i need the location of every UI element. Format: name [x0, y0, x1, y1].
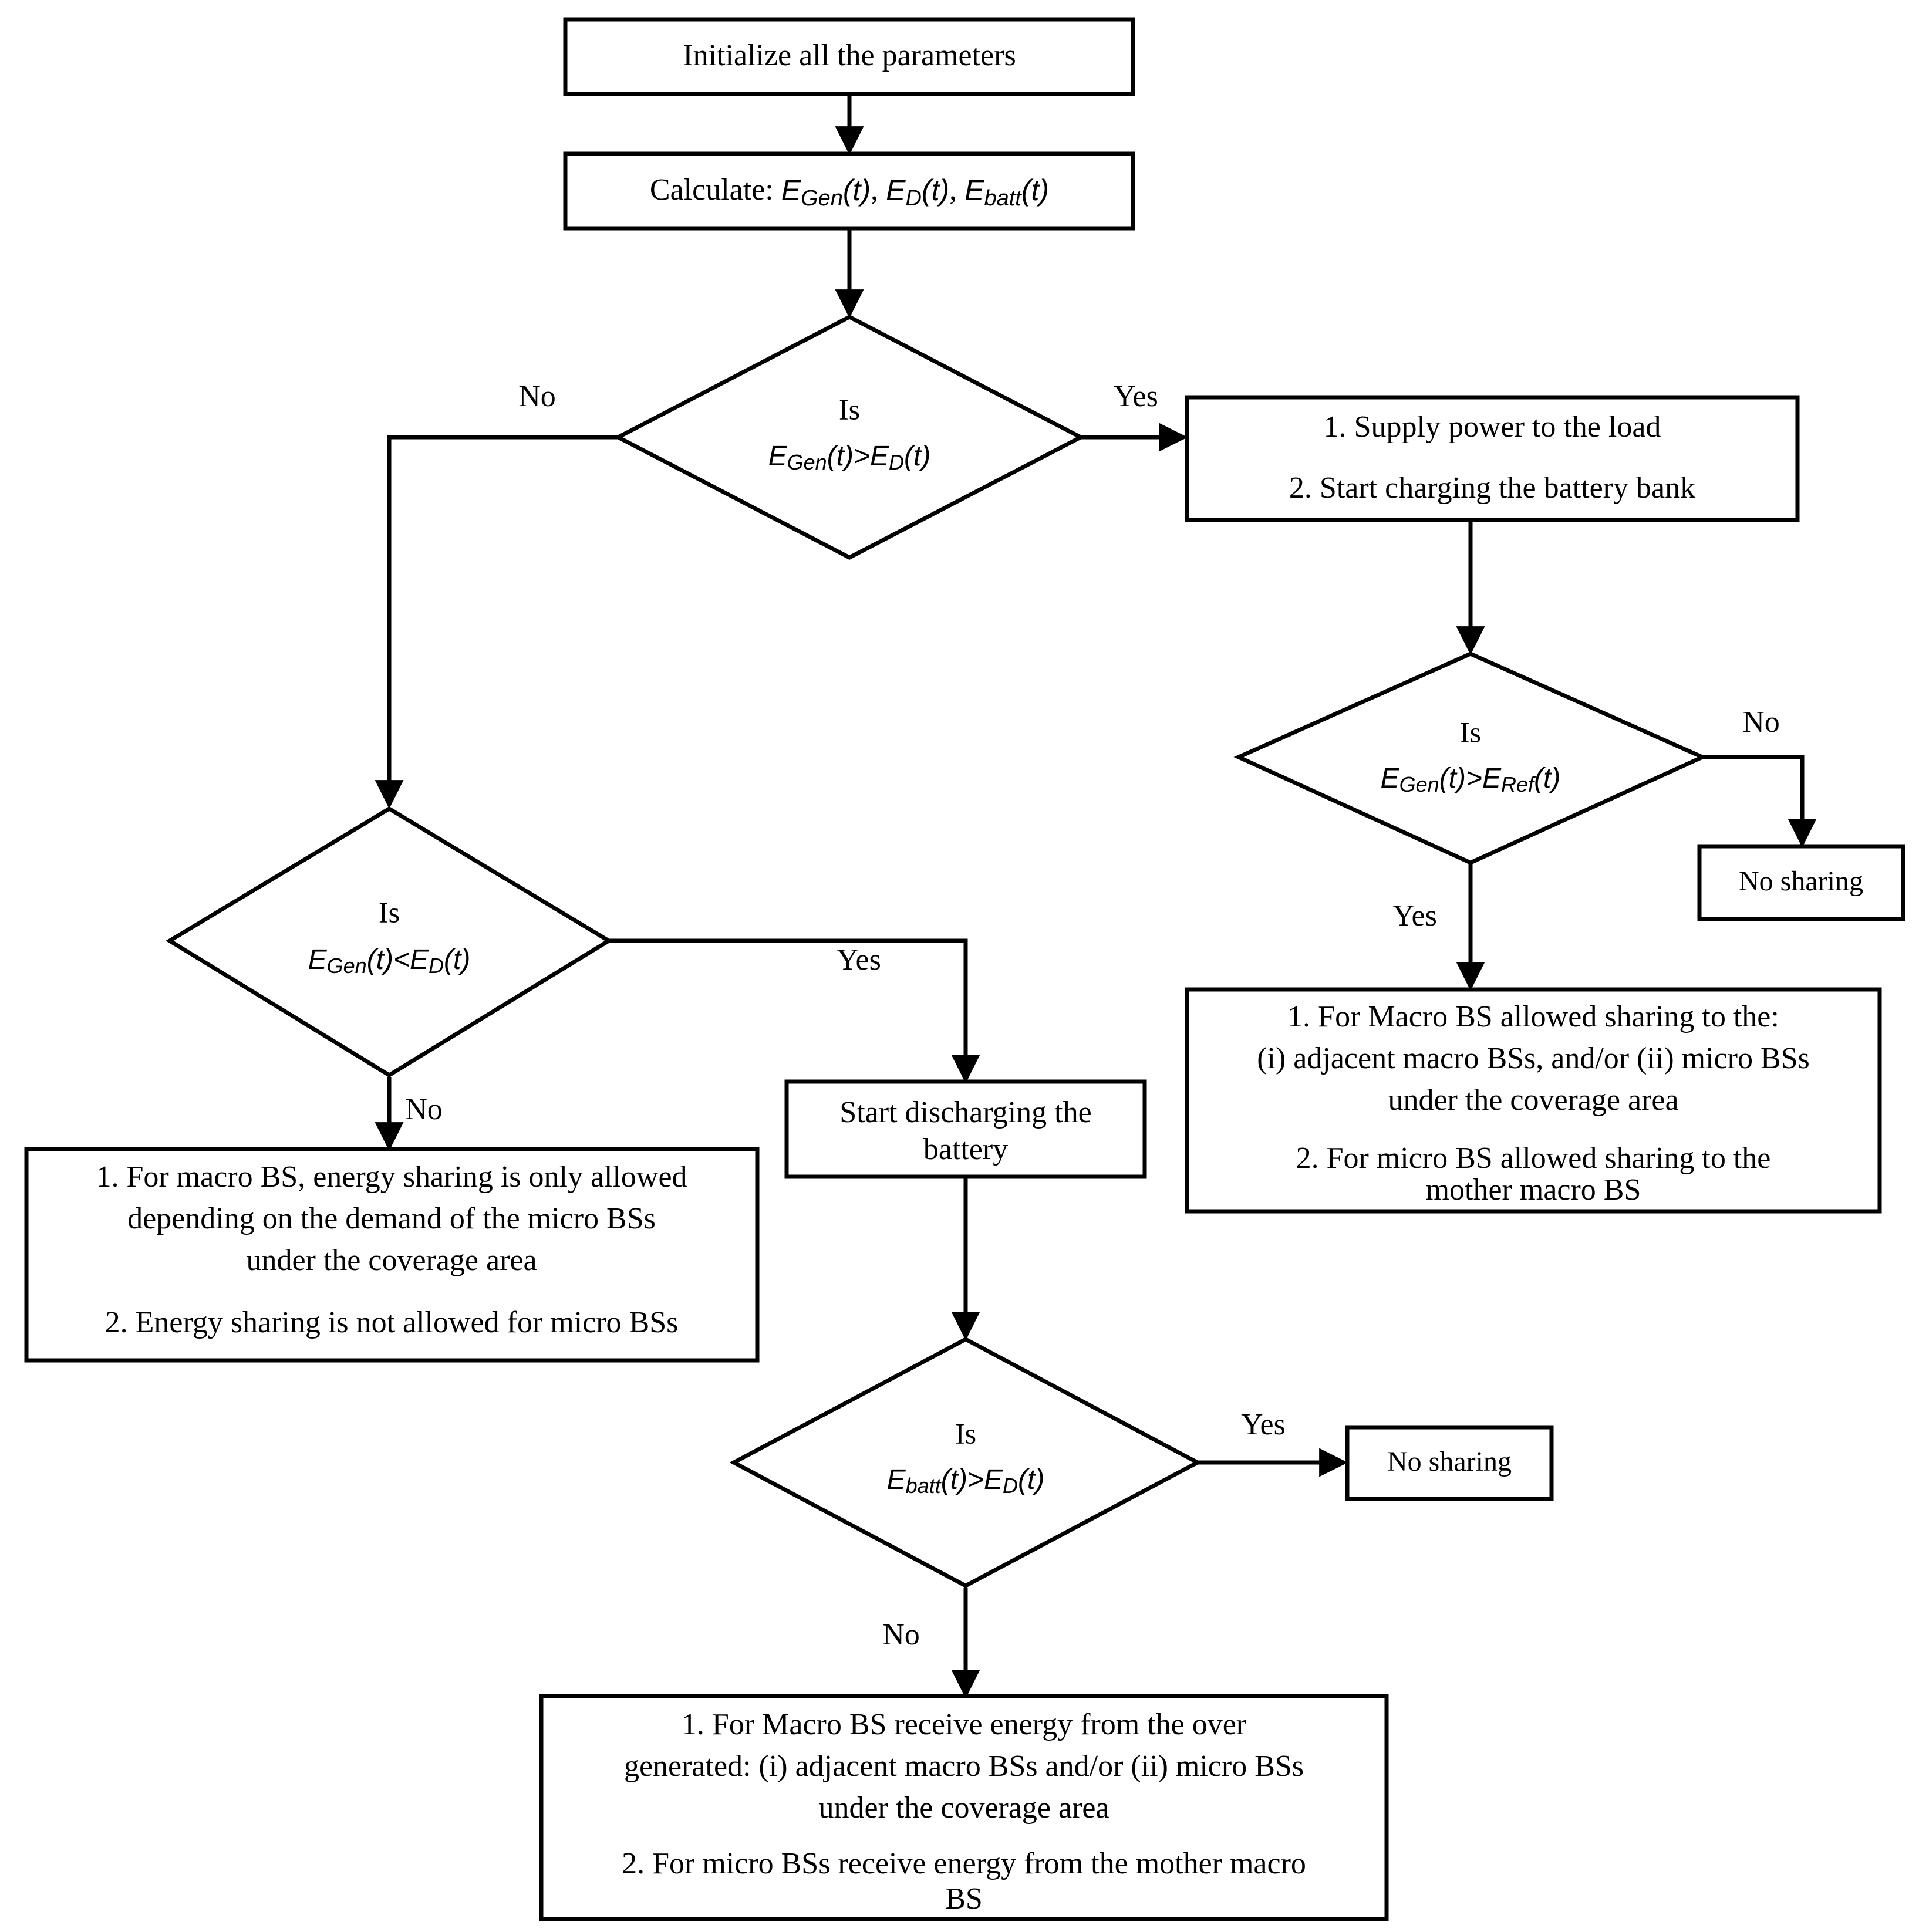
expr4-left-base: E [887, 1464, 906, 1495]
expr3-left-sub: Gen [327, 954, 367, 978]
expr2-left-base: E [1381, 763, 1400, 794]
node-initialize-label: Initialize all the parameters [683, 39, 1016, 72]
macro-demand-line-3: under the coverage area [246, 1244, 537, 1277]
expr4-left-sub: batt [906, 1474, 942, 1498]
expr1-right-arg: (t) [904, 441, 930, 472]
expr3-right-arg: (t) [444, 944, 470, 975]
discharging-line-2: battery [923, 1133, 1008, 1166]
macro-demand-line-5: 2. Energy sharing is not allowed for mic… [105, 1306, 679, 1339]
expr4-right-sub: D [1003, 1474, 1018, 1498]
expr3-left-arg: (t) [367, 944, 393, 975]
no-sharing-bottom-label: No sharing [1387, 1446, 1512, 1477]
expr1-left-base: E [768, 441, 788, 472]
calc-var-0-base: E [781, 174, 801, 207]
expr1-right-sub: D [889, 450, 904, 474]
expr4-left-arg: (t) [941, 1464, 967, 1495]
node-supply-charge[interactable]: 1. Supply power to the load 2. Start cha… [1185, 395, 1800, 522]
decision-gen-lt-d-line1: Is [379, 896, 400, 928]
node-decision-batt-gt-d[interactable]: Is Ebatt(t)>ED(t) [729, 1337, 1202, 1588]
allowed-sharing-line-6: mother macro BS [1426, 1173, 1641, 1207]
calculate-prefix: Calculate: [650, 173, 781, 207]
decision-gen-gt-d-line1: Is [839, 393, 860, 425]
edge-label-gen-gt-d-no: No [518, 380, 556, 413]
expr2-left-arg: (t) [1439, 763, 1466, 794]
node-calculate[interactable]: Calculate: EGen(t), ED(t), Ebatt(t) [563, 151, 1135, 231]
edge-decision-gen-lt-d-yes [609, 938, 980, 1084]
calc-var-1-arg: (t) [922, 174, 949, 207]
no-sharing-right-label: No sharing [1739, 866, 1863, 897]
expr3-op: < [393, 944, 410, 975]
node-calculate-label: Calculate: EGen(t), ED(t), Ebatt(t) [650, 173, 1049, 211]
decision-gen-gt-d-expr: EGen(t)>ED(t) [768, 441, 931, 474]
expr1-op: > [854, 441, 870, 472]
allowed-sharing-line-3: under the coverage area [1388, 1083, 1678, 1117]
receive-energy-line-5: 2. For micro BSs receive energy from the… [622, 1847, 1306, 1880]
calc-var-0-arg: (t) [843, 174, 871, 207]
node-initialize[interactable]: Initialize all the parameters [563, 17, 1135, 96]
edge-label-gen-lt-d-no: No [405, 1093, 443, 1126]
decision-batt-expr: Ebatt(t)>ED(t) [887, 1464, 1045, 1498]
node-no-sharing-bottom[interactable]: No sharing [1345, 1425, 1554, 1501]
expr3-right-sub: D [429, 954, 444, 978]
receive-energy-line-1: 1. For Macro BS receive energy from the … [682, 1708, 1246, 1741]
calc-var-1-base: E [886, 174, 906, 207]
decision-gen-gt-ref-line1: Is [1460, 715, 1481, 748]
expr2-right-base: E [1482, 763, 1502, 794]
edge-label-gen-lt-d-yes: Yes [837, 943, 881, 977]
edge-label-gen-gt-d-yes: Yes [1114, 380, 1158, 413]
expr4-op: > [967, 1464, 984, 1495]
calc-var-2-sub: batt [984, 186, 1022, 211]
supply-charge-line-2: 2. Start charging the battery bank [1289, 471, 1695, 505]
calc-var-2-arg: (t) [1021, 174, 1049, 207]
expr3-right-base: E [410, 944, 429, 975]
expr1-left-arg: (t) [827, 441, 854, 472]
decision-batt-line1: Is [955, 1417, 976, 1450]
edge-decision-gen-gt-ref-no [1702, 755, 1817, 848]
node-macro-sharing-on-demand[interactable]: 1. For macro BS, energy sharing is only … [24, 1147, 760, 1363]
expr1-right-base: E [870, 441, 889, 472]
expr4-right-base: E [984, 1464, 1003, 1495]
allowed-sharing-line-1: 1. For Macro BS allowed sharing to the: [1287, 1000, 1779, 1033]
receive-energy-line-3: under the coverage area [818, 1791, 1109, 1825]
calc-var-0-sep: , [871, 173, 886, 207]
macro-demand-line-2: depending on the demand of the micro BSs [127, 1202, 656, 1235]
expr2-right-arg: (t) [1534, 763, 1560, 794]
expr2-op: > [1466, 763, 1482, 794]
decision-gen-gt-ref-expr: EGen(t)>ERef(t) [1381, 763, 1561, 796]
allowed-sharing-line-2: (i) adjacent macro BSs, and/or (ii) micr… [1257, 1042, 1810, 1075]
node-start-discharging[interactable]: Start discharging the battery [784, 1079, 1147, 1179]
receive-energy-line-2: generated: (i) adjacent macro BSs and/or… [624, 1749, 1304, 1783]
edge-decision-gen-gt-d-no [375, 435, 618, 809]
calc-var-1-sub: D [905, 186, 921, 211]
node-decision-gen-lt-d[interactable]: Is EGen(t)<ED(t) [166, 806, 613, 1078]
edge-label-gen-gt-ref-no: No [1742, 705, 1780, 739]
expr1-left-sub: Gen [787, 450, 827, 474]
expr2-right-sub: Ref [1501, 772, 1536, 796]
calc-var-0-sub: Gen [801, 186, 843, 211]
edge-label-batt-no: No [882, 1618, 920, 1651]
node-macro-micro-allowed-sharing[interactable]: 1. For Macro BS allowed sharing to the: … [1185, 987, 1882, 1214]
allowed-sharing-line-5: 2. For micro BS allowed sharing to the [1296, 1141, 1771, 1175]
node-decision-gen-gt-ref[interactable]: Is EGen(t)>ERef(t) [1233, 651, 1708, 865]
decision-gen-lt-d-expr: EGen(t)<ED(t) [308, 944, 471, 978]
calc-var-1-sep: , [949, 173, 964, 207]
expr2-left-sub: Gen [1399, 772, 1439, 796]
discharging-line-1: Start discharging the [839, 1096, 1091, 1129]
node-no-sharing-right[interactable]: No sharing [1697, 844, 1905, 921]
expr3-left-base: E [308, 944, 328, 975]
edge-label-gen-gt-ref-yes: Yes [1392, 899, 1437, 933]
edge-label-batt-yes: Yes [1241, 1408, 1286, 1441]
calc-var-2-base: E [964, 174, 984, 207]
expr4-right-arg: (t) [1018, 1464, 1044, 1495]
node-receive-energy[interactable]: 1. For Macro BS receive energy from the … [539, 1694, 1389, 1921]
macro-demand-line-1: 1. For macro BS, energy sharing is only … [96, 1160, 687, 1194]
node-decision-gen-gt-d[interactable]: Is EGen(t)>ED(t) [613, 315, 1085, 560]
receive-energy-line-6: BS [945, 1882, 983, 1916]
supply-charge-line-1: 1. Supply power to the load [1324, 410, 1661, 444]
